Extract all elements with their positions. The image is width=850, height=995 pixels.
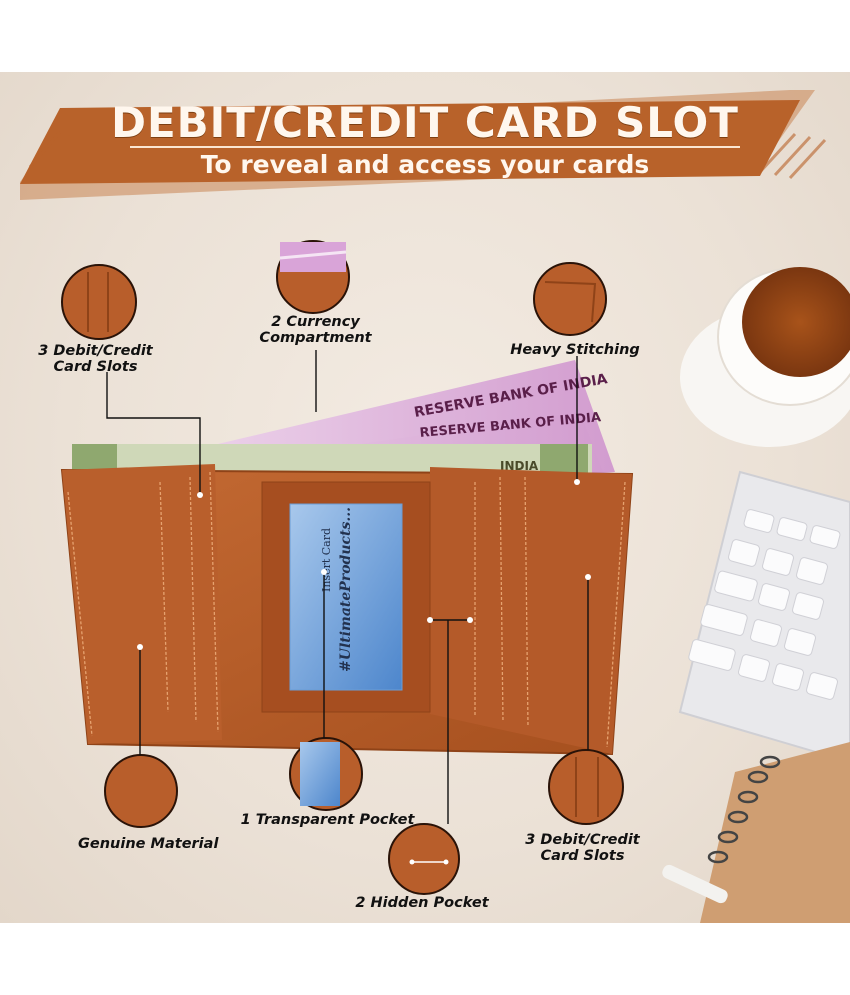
label-card-slots-right: 3 Debit/Credit Card Slots [525, 832, 640, 864]
note-partial-text: INDIA [500, 459, 539, 473]
label-card-slots-left: 3 Debit/Credit Card Slots [38, 343, 153, 375]
label-genuine-material: Genuine Material [78, 836, 219, 852]
leader-lines [106, 350, 589, 824]
wallet: Insert Card #UltimateProducts... [60, 464, 634, 756]
product-image: RESERVE BANK OF INDIA RESERVE BANK OF IN… [0, 72, 850, 923]
zoom-circle-stitching [533, 262, 607, 336]
id-card-insert-text: Insert Card [320, 528, 333, 592]
illustration: RESERVE BANK OF INDIA RESERVE BANK OF IN… [20, 90, 850, 923]
banner-subtitle: To reveal and access your cards [200, 150, 650, 179]
zoom-circle-material [104, 754, 178, 828]
keyboard [678, 470, 850, 764]
leader-dots [137, 479, 591, 650]
zoom-circle-card-slots-right [548, 749, 624, 825]
title-banner [20, 90, 827, 200]
zoom-circle-currency [276, 240, 350, 314]
zoom-circle-hidden [388, 823, 460, 895]
zoom-circle-transparent [289, 737, 363, 811]
zoom-circles [61, 240, 624, 895]
notebook [662, 742, 850, 923]
label-heavy-stitching: Heavy Stitching [510, 342, 640, 358]
banner-title: DEBIT/CREDIT CARD SLOT [111, 98, 739, 147]
id-card-brand-text: #UltimateProducts... [338, 507, 354, 672]
label-transparent-pocket: 1 Transparent Pocket [240, 812, 415, 828]
zoom-circle-card-slots-left [61, 264, 137, 340]
label-currency-compartment: 2 Currency Compartment [259, 314, 372, 346]
coffee-cup [680, 267, 850, 447]
label-hidden-pocket: 2 Hidden Pocket [355, 895, 489, 911]
